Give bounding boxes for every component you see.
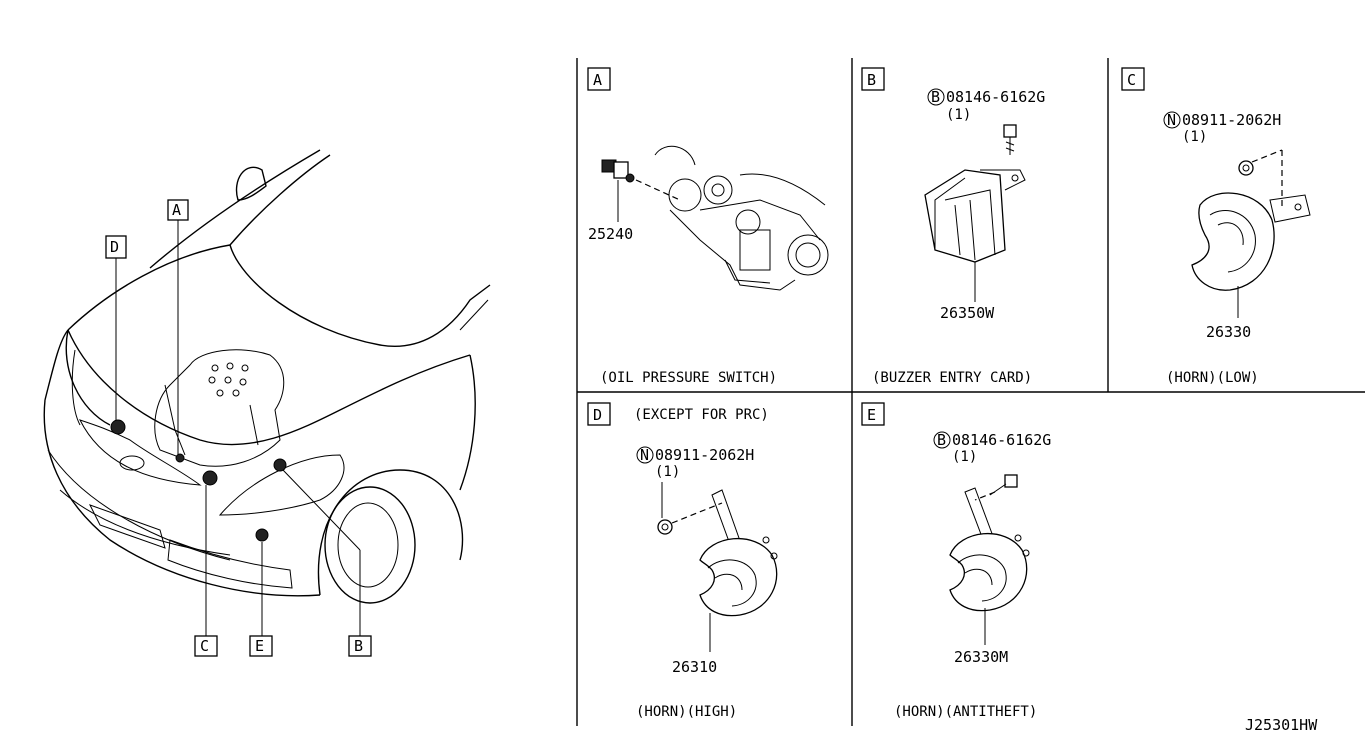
panel-b: B B 08146-6162G (1) 26350W (BUZZER ENTRY… [861,67,1045,386]
fastener-qty-c: (1) [1182,129,1207,145]
diagram-code: J25301HW [1245,716,1318,734]
panel-d-letter: D [593,406,602,424]
bolt-symbol-icon [933,431,951,449]
panel-c-letter: C [1127,71,1136,89]
panel-d: D (EXCEPT FOR PRC) N 08911-2062H (1) 263… [587,402,778,720]
panel-a-letter: A [593,71,602,89]
horn-antitheft-illustration [949,487,1030,612]
fastener-code-b: 08146-6162G [946,88,1045,106]
callout-a: A [167,199,189,221]
fastener-code-e: 08146-6162G [952,431,1051,449]
bolt-icon [1003,124,1017,155]
nut-icon [657,519,673,535]
horn-low-illustration [1191,192,1311,291]
svg-text:C: C [200,637,209,655]
fastener-qty-b: (1) [946,107,971,123]
nut-icon [1238,160,1254,176]
panel-e-letter: E [867,406,876,424]
svg-text:N: N [640,446,649,464]
panel-c-caption: (HORN)(LOW) [1166,370,1259,386]
part-number-26330m: 26330M [954,648,1008,666]
svg-text:E: E [255,637,264,655]
panel-d-caption: (HORN)(HIGH) [636,704,737,720]
panel-c: C N 08911-2062H (1) 26330 (HORN)(LOW) [1121,67,1311,386]
panel-d-note: (EXCEPT FOR PRC) [634,407,769,423]
bolt-symbol-icon [927,88,945,106]
horn-high-illustration [699,489,778,617]
engine-illustration [654,145,829,291]
callout-c: C [194,635,218,657]
panel-a: A 25240 (OIL PRESSURE SWITCH) [587,67,829,386]
svg-text:N: N [1167,111,1176,129]
svg-text:A: A [172,201,181,219]
panel-e-caption: (HORN)(ANTITHEFT) [894,704,1037,720]
fastener-code-c: 08911-2062H [1182,111,1281,129]
fastener-qty-e: (1) [952,449,977,465]
svg-text:B: B [354,637,363,655]
svg-text:D: D [110,238,119,256]
panel-b-letter: B [867,71,876,89]
svg-text:B: B [937,431,946,449]
oil-pressure-switch-illustration [601,159,681,222]
callout-b: B [348,635,372,657]
callout-e: E [249,635,273,657]
part-number-25240: 25240 [588,225,633,243]
panel-b-caption: (BUZZER ENTRY CARD) [872,370,1032,386]
nut-symbol-icon [636,446,654,464]
nut-symbol-icon [1163,111,1181,129]
part-number-26310: 26310 [672,658,717,676]
fastener-code-d: 08911-2062H [655,446,754,464]
panel-e: E B 08146-6162G (1) 26330M (HORN)(ANTITH… [861,402,1051,720]
fastener-qty-d: (1) [655,464,680,480]
panel-a-caption: (OIL PRESSURE SWITCH) [600,370,777,386]
part-number-26350w: 26350W [940,304,995,322]
buzzer-illustration [924,169,1026,263]
svg-text:B: B [931,88,940,106]
callout-d: D [105,235,127,259]
panel-grid [576,58,1365,726]
car-overview-illustration [43,149,491,636]
part-number-26330: 26330 [1206,323,1251,341]
